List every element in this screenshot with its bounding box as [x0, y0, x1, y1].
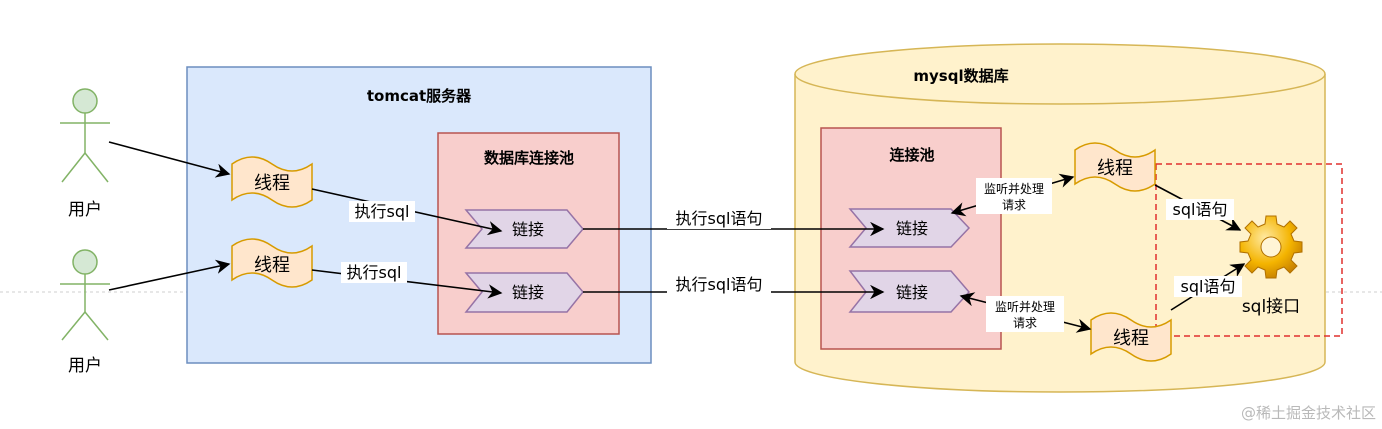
thread-label: 线程: [1097, 158, 1133, 179]
thread-label: 线程: [254, 173, 290, 194]
user-icon: [60, 88, 110, 183]
watermark: @稀土掘金技术社区: [1241, 404, 1376, 422]
arrow-user-to-thread: [108, 141, 231, 178]
thread-node: 线程: [1074, 142, 1156, 192]
thread-node: 线程: [231, 156, 313, 208]
mysql-pool-title: 连接池: [889, 146, 934, 164]
edge-label-exec-sql-stmt: 执行sql语句: [676, 209, 763, 228]
edge-label-bg: [667, 274, 771, 295]
arrow-user-to-thread: [108, 259, 231, 291]
edge-label-bg: [1166, 199, 1234, 220]
edge-label-sql-stmt: sql语句: [1181, 277, 1236, 296]
tomcat-title: tomcat服务器: [367, 87, 472, 105]
edge-label-bg: [976, 178, 1052, 214]
user-icon: [60, 249, 110, 341]
edge-label-bg: [667, 208, 771, 229]
edge-label-listen: 监听并处理: [995, 300, 1055, 314]
tomcat-pool-title: 数据库连接池: [484, 149, 574, 167]
thread-label: 线程: [254, 255, 290, 276]
mysql-title: mysql数据库: [913, 67, 1008, 85]
sql-interface-label: sql接口: [1242, 297, 1300, 317]
edge-label-sql-stmt: sql语句: [1173, 200, 1228, 219]
edge-label-bg: [1174, 276, 1242, 297]
connection-node: 链接: [464, 209, 584, 249]
connection-label: 链接: [512, 220, 544, 239]
connection-label: 链接: [896, 219, 928, 238]
connection-node: 链接: [848, 208, 971, 248]
gear-icon: [1239, 215, 1303, 279]
connection-label: 链接: [896, 283, 928, 302]
thread-label: 线程: [1113, 328, 1149, 349]
connection-label: 链接: [512, 283, 544, 302]
edge-label-exec-sql: 执行sql: [347, 263, 402, 282]
connection-node: 链接: [464, 272, 584, 313]
thread-node: 线程: [231, 238, 313, 288]
user-label: 用户: [68, 200, 102, 220]
edge-label-listen-request: 请求: [1002, 198, 1026, 212]
thread-node: 线程: [1090, 312, 1172, 362]
edge-label-listen-request: 请求: [1013, 316, 1037, 330]
edge-label-exec-sql: 执行sql: [355, 202, 410, 221]
edge-label-bg: [341, 262, 407, 283]
edge-label-bg: [349, 201, 415, 222]
user-label: 用户: [68, 356, 102, 376]
edge-label-listen: 监听并处理: [984, 182, 1044, 196]
edge-label-exec-sql-stmt: 执行sql语句: [676, 275, 763, 294]
sql-interface-region: [1155, 163, 1343, 337]
edge-label-bg: [986, 296, 1064, 332]
mysql-cylinder-top: [794, 43, 1326, 105]
